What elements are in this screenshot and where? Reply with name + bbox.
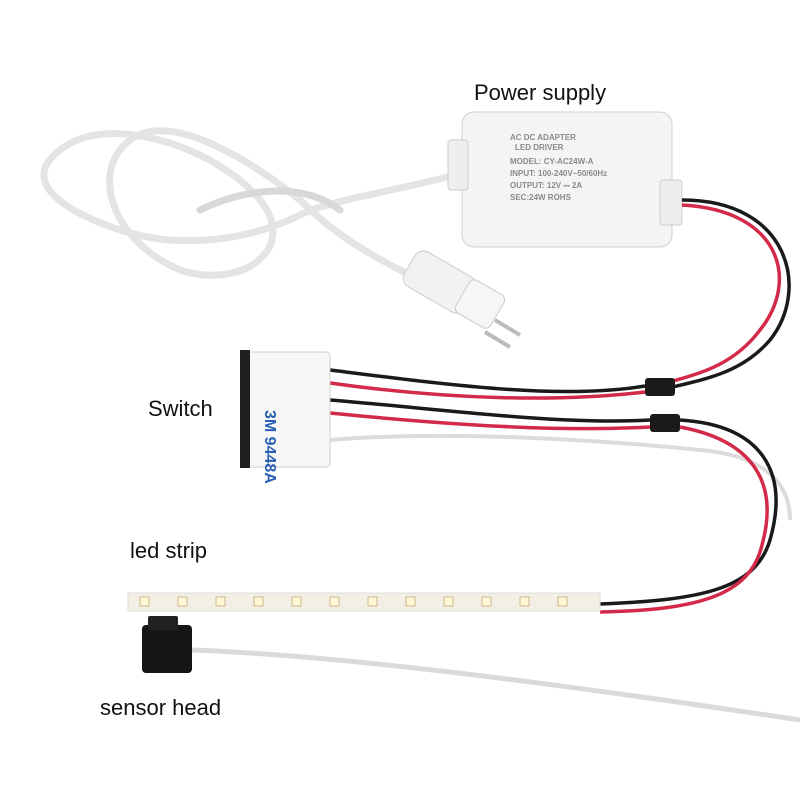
svg-text:MODEL: CY-AC24W-A: MODEL: CY-AC24W-A: [510, 157, 594, 166]
connector-1: [645, 378, 675, 396]
svg-text:LED DRIVER: LED DRIVER: [515, 143, 564, 152]
led-chip: [519, 596, 530, 607]
svg-text:3M 9448A: 3M 9448A: [261, 410, 278, 484]
led-chip: [367, 596, 378, 607]
led-chip: [253, 596, 264, 607]
led-chip: [481, 596, 492, 607]
switch-wires: [329, 368, 792, 614]
led-chip: [443, 596, 454, 607]
svg-text:AC DC ADAPTER: AC DC ADAPTER: [510, 133, 576, 142]
sensor-cable: [189, 647, 800, 723]
svg-text:INPUT: 100-240V~50/60Hz: INPUT: 100-240V~50/60Hz: [510, 169, 607, 178]
led-chip: [405, 596, 416, 607]
label-power-supply: Power supply: [474, 80, 607, 105]
label-switch: Switch: [148, 396, 213, 421]
led-chip: [291, 596, 302, 607]
led-chip: [557, 596, 568, 607]
led-chip: [139, 596, 150, 607]
led-chip: [215, 596, 226, 607]
svg-text:SEC:24W ROHS: SEC:24W ROHS: [510, 193, 572, 202]
led-chip: [177, 596, 188, 607]
label-led-strip: led strip: [130, 538, 208, 563]
led-strip: [127, 592, 601, 612]
switch-box: 3M 9448A: [240, 350, 331, 484]
power-cord: [40, 127, 459, 284]
power-supply-adapter: AC DC ADAPTER LED DRIVER MODEL: CY-AC24W…: [447, 111, 683, 248]
plug-icon: [402, 250, 522, 349]
connector-2: [650, 414, 680, 432]
led-chip: [329, 596, 340, 607]
svg-text:OUTPUT: 12V ⎓ 2A: OUTPUT: 12V ⎓ 2A: [510, 181, 582, 190]
adapter-wires: [659, 198, 791, 392]
label-sensor-head: sensor head: [100, 695, 222, 720]
sensor-head: [142, 616, 192, 673]
